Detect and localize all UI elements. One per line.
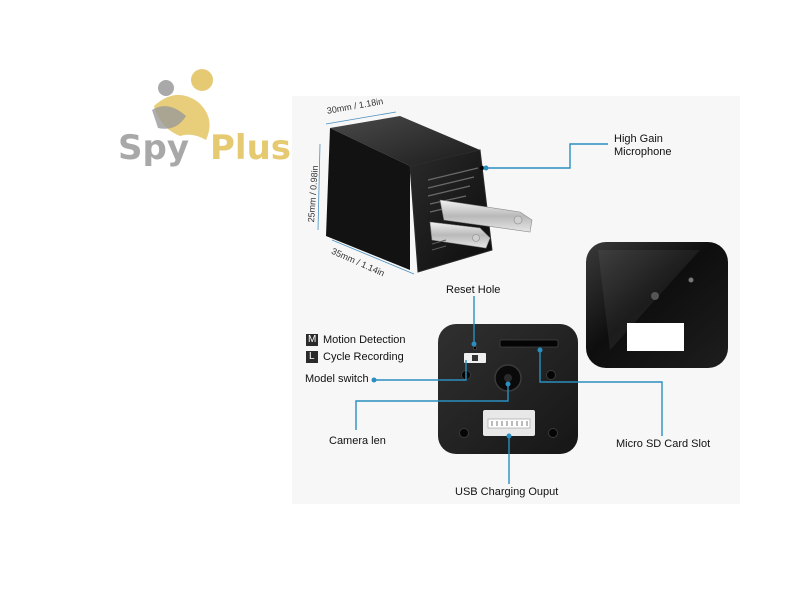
reset-hole-icon <box>473 346 477 350</box>
logo-word-spy: Spy <box>118 128 189 168</box>
motion-key-letter: M <box>308 334 317 345</box>
logo: Spy Plus <box>118 66 308 176</box>
cycle-key-letter: L <box>309 351 315 362</box>
camera-len-label: Camera len <box>329 435 386 447</box>
charger-back-face <box>586 242 728 368</box>
cycle-recording-label: Cycle Recording <box>323 351 404 363</box>
motion-detection-label: Motion Detection <box>323 334 406 346</box>
usb-label: USB Charging Ouput <box>455 486 559 498</box>
reset-hole-label: Reset Hole <box>446 284 501 296</box>
microphone-label: High Gain Microphone <box>614 133 672 158</box>
charger-cube <box>326 116 533 273</box>
back-indicator-icon <box>688 277 694 283</box>
logo-emblem-icon <box>152 69 213 140</box>
leader-lines <box>355 143 663 484</box>
micro-sd-label: Micro SD Card Slot <box>616 438 711 450</box>
motion-key-box <box>306 334 318 346</box>
back-usb-cutout <box>627 323 684 351</box>
leader-endpoints <box>371 165 543 439</box>
cycle-key-box <box>306 351 318 363</box>
model-switch-label: Model switch <box>305 373 369 385</box>
logo-word-plus: Plus <box>210 128 292 168</box>
microphone-hole-icon <box>479 165 485 171</box>
sd-slot-icon <box>499 339 559 348</box>
back-lens-icon <box>651 292 659 300</box>
dimension-lines <box>317 111 415 275</box>
